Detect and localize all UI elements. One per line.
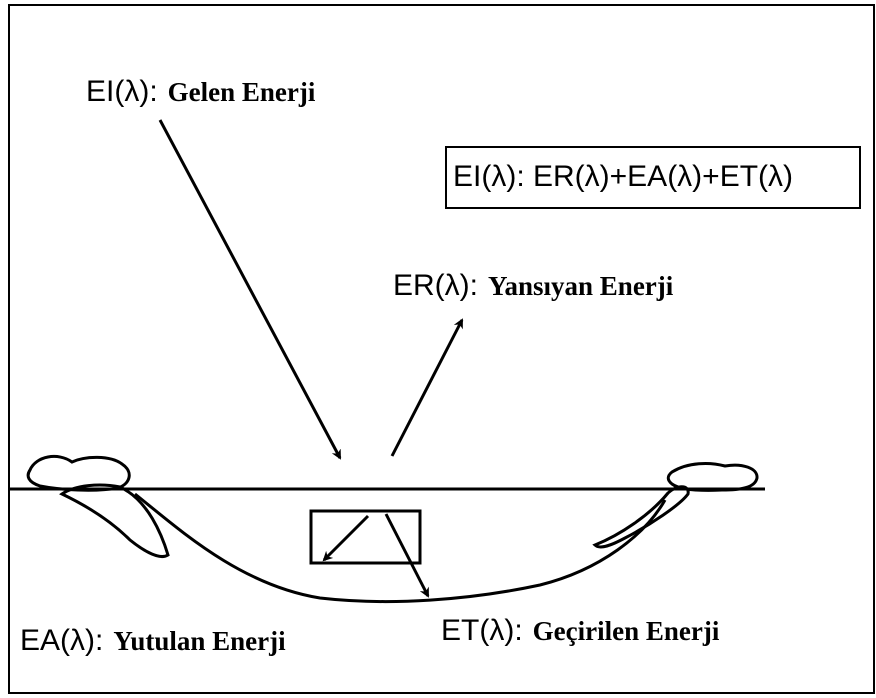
reflected-symbol: ER(λ): [393,269,478,302]
absorbed-symbol: EA(λ): [20,624,104,657]
transmitted-arrow [384,513,430,598]
incident-arrow [158,119,342,460]
outer-frame [8,4,875,694]
water-body [134,492,667,604]
formula-box: EI(λ): ER(λ)+EA(λ)+ET(λ) [445,146,861,209]
incident-symbol: EI(λ): [86,75,158,108]
reflected-text: Yansıyan Enerji [488,271,674,301]
transmitted-energy-label: ET(λ): Geçirilen Enerji [441,616,719,646]
reflected-energy-label: ER(λ): Yansıyan Enerji [393,271,673,301]
left-rock [26,454,131,492]
right-bank [592,485,690,549]
absorbed-arrow [322,514,370,562]
incident-text: Gelen Enerji [167,77,316,107]
absorbed-energy-label: EA(λ): Yutulan Enerji [20,626,286,656]
reflected-arrow [390,318,464,457]
sample-box [309,509,422,565]
right-rock [666,462,759,492]
left-bank [59,483,170,558]
incident-energy-label: EI(λ): Gelen Enerji [86,77,315,107]
transmitted-text: Geçirilen Enerji [532,616,720,646]
energy-balance-formula: EI(λ): ER(λ)+EA(λ)+ET(λ) [453,160,794,193]
transmitted-symbol: ET(λ): [441,614,523,647]
absorbed-text: Yutulan Enerji [113,626,286,656]
